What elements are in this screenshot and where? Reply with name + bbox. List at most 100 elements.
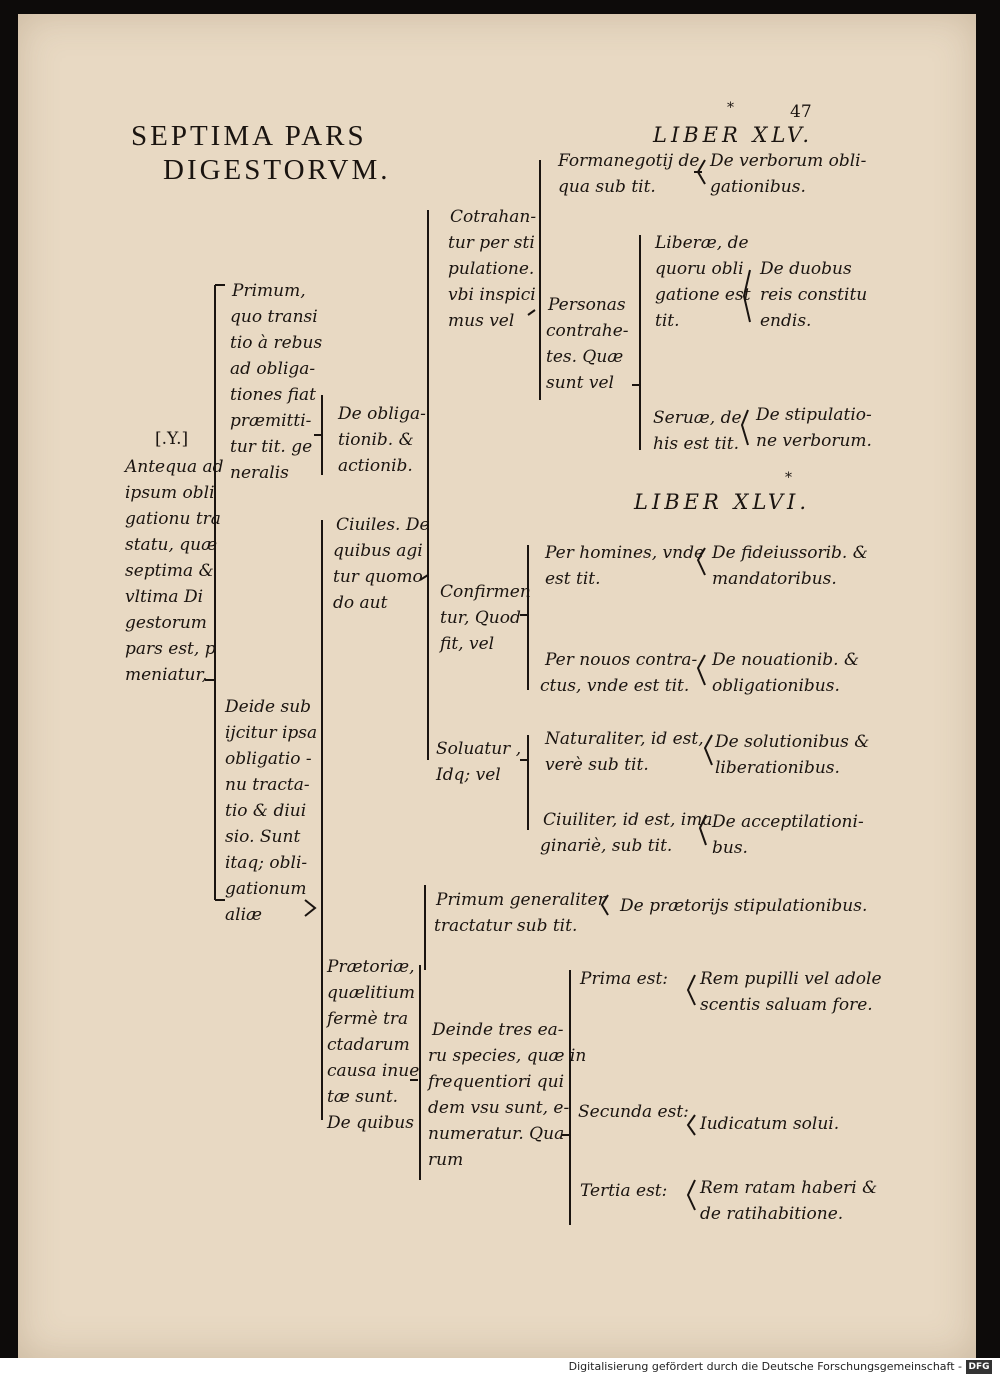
deinde-line: gationum (225, 879, 307, 899)
liberae-title: reis constitu (760, 285, 868, 305)
primum-title: De obliga- (338, 404, 426, 424)
deinde-line: itaq; obli- (225, 853, 308, 873)
gen-title: De prætorijs stipulationibus. (620, 896, 868, 916)
personas-line: Personas (548, 295, 626, 315)
tertia-title: Rem ratam haberi & (700, 1178, 878, 1198)
ciu-line: ginariè, sub tit. (540, 836, 673, 856)
star-mark: * (727, 100, 734, 116)
tres-line: Deinde tres ea- (432, 1020, 564, 1040)
root-line: statu, quæ (125, 535, 218, 555)
liberae-line: gatione est (655, 285, 751, 305)
praetoriae-line: ctadarum (327, 1035, 410, 1055)
primum-title: tionib. & (338, 430, 414, 450)
tres-line: numeratur. Qua (428, 1124, 565, 1144)
personas-line: contrahe- (546, 321, 629, 341)
civiles-line: do aut (333, 593, 388, 613)
civiles-line: tur quomo (333, 567, 423, 587)
liberae-line: tit. (655, 311, 680, 331)
tres-line: dem vsu sunt, e- (428, 1098, 570, 1118)
page-number: 47 (790, 102, 812, 122)
prima-title: scentis saluam fore. (700, 995, 873, 1015)
forma-line: qua sub tit. (558, 177, 656, 197)
ciu-title: bus. (712, 838, 748, 858)
praetoriae-line: De quibus (327, 1113, 414, 1133)
soluatur-line: Soluatur , (436, 739, 522, 759)
root-line: vltima Di (125, 587, 204, 607)
root-line: septima & (125, 561, 214, 581)
homines-title: mandatoribus. (712, 569, 837, 589)
dfg-logo: DFG (966, 1360, 992, 1374)
root-line: ipsum obli (125, 483, 215, 503)
gen-line: Primum generaliter (436, 890, 606, 910)
gen-line: tractatur sub tit. (434, 916, 578, 936)
praetoriae-line: causa inue (327, 1061, 420, 1081)
primum-line: tur tit. ge (230, 437, 313, 457)
root-line: gestorum (125, 613, 207, 633)
contrah-line: tur per sti (448, 233, 535, 253)
book-page (18, 14, 976, 1358)
prima-title: Rem pupilli vel adole (700, 969, 882, 989)
deinde-line: ijcitur ipsa (225, 723, 318, 743)
root-line: [.Y.] (155, 429, 189, 449)
deinde-line: tio & diui (225, 801, 307, 821)
confirm-line: tur, Quod (440, 608, 521, 628)
tertia-title: de ratihabitione. (700, 1204, 844, 1224)
praetoriae-line: fermè tra (327, 1009, 409, 1029)
deinde-line: nu tracta- (225, 775, 310, 795)
nat-line: verè sub tit. (545, 755, 649, 775)
forma-title: gationibus. (710, 177, 806, 197)
nat-title: De solutionibus & (715, 732, 870, 752)
footer-bar (0, 1358, 1000, 1378)
primum-line: ad obliga- (230, 359, 316, 379)
nouos-title: De nouationib. & (712, 650, 860, 670)
homines-title: De fideiussorib. & (712, 543, 868, 563)
ciu-title: De acceptilationi- (712, 812, 864, 832)
ciu-line: Ciuiliter, id est, ima (543, 810, 713, 830)
star-mark-46: * (785, 470, 792, 486)
primum-line: præmitti- (230, 411, 312, 431)
seruae-line: Seruæ, de (653, 408, 742, 428)
secunda-label: Secunda est: (578, 1102, 689, 1122)
contrah-line: mus vel (448, 311, 515, 331)
soluatur-line: Idq; vel (436, 765, 501, 785)
tres-line: frequentiori qui (428, 1072, 565, 1092)
tertia-label: Tertia est: (580, 1181, 668, 1201)
civiles-line: Ciuiles. De (336, 515, 430, 535)
liberae-title: endis. (760, 311, 812, 331)
page-title-line2: DIGESTORVM. (163, 154, 391, 186)
nouos-line: Per nouos contra- (545, 650, 698, 670)
homines-line: est tit. (545, 569, 601, 589)
tres-line: ru species, quæ in (428, 1046, 587, 1066)
prima-label: Prima est: (580, 969, 669, 989)
forma-title: De verborum obli- (710, 151, 867, 171)
primum-line: Primum, (232, 281, 306, 301)
liber-45-heading: LIBER XLV. (653, 123, 814, 147)
liberae-line: Liberæ, de (655, 233, 749, 253)
seruae-title: ne verborum. (756, 431, 872, 451)
deinde-line: aliæ (225, 905, 262, 925)
deinde-line: sio. Sunt (225, 827, 301, 847)
nat-title: liberationibus. (715, 758, 840, 778)
homines-line: Per homines, vnde (545, 543, 705, 563)
root-line: Antequa ad (125, 457, 224, 477)
footer-credit: Digitalisierung gefördert durch die Deut… (568, 1360, 962, 1373)
nouos-line: ctus, vnde est tit. (540, 676, 690, 696)
primum-title: actionib. (338, 456, 413, 476)
seruae-title: De stipulatio- (756, 405, 872, 425)
root-line: gationu tra (125, 509, 221, 529)
primum-line: neralis (230, 463, 289, 483)
personas-line: tes. Quæ (546, 347, 624, 367)
primum-line: tiones fiat (230, 385, 316, 405)
forma-line: Formanegotij de (558, 151, 700, 171)
contrah-line: Cotrahan- (450, 207, 537, 227)
liberae-title: De duobus (760, 259, 852, 279)
page-title-line1: SEPTIMA PARS (131, 120, 367, 152)
praetoriae-line: Prætoriæ, (327, 957, 415, 977)
primum-line: tio à rebus (230, 333, 323, 353)
deinde-line: Deide sub (225, 697, 312, 717)
personas-line: sunt vel (546, 373, 614, 393)
primum-line: quo transi (230, 307, 318, 327)
nat-line: Naturaliter, id est, (545, 729, 704, 749)
praetoriae-line: quælitium (327, 983, 416, 1003)
